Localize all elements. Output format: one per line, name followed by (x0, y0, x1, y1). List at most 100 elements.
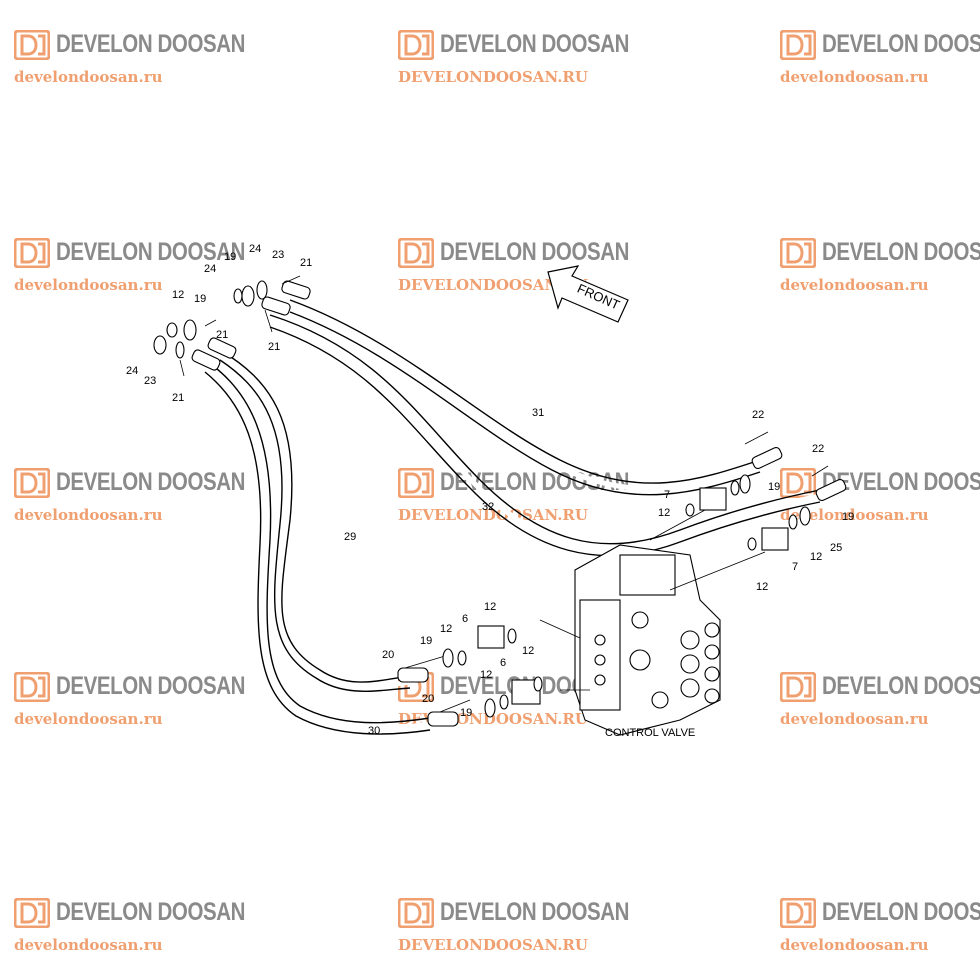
callout-21: 21 (268, 341, 280, 353)
callout-6: 6 (500, 657, 506, 669)
callout-24: 24 (204, 263, 216, 275)
brand-text: DEVELON DOOSAN (822, 672, 980, 700)
watermark: DEVELON DOOSAN develondoosan.ru (14, 896, 245, 971)
brand-url: DEVELONDOOSAN.RU (398, 506, 588, 524)
brand-logo: DEVELON DOOSAN (14, 236, 245, 270)
hose-30 (203, 359, 431, 735)
fittings-upper-left (153, 275, 311, 377)
brand-mark-icon (780, 898, 816, 928)
brand-url: DEVELONDOOSAN.RU (398, 68, 588, 86)
watermark: DEVELON DOOSAN develondoosan.ru (780, 28, 980, 103)
callout-12: 12 (440, 623, 452, 635)
watermark: DEVELON DOOSAN develondoosan.ru (780, 896, 980, 971)
watermark: DEVELON DOOSAN DEVELONDOOSAN.RU (398, 28, 629, 103)
callout-7: 7 (664, 489, 670, 501)
brand-mark-icon (14, 30, 50, 60)
brand-mark-icon (398, 468, 434, 498)
brand-url: develondoosan.ru (780, 68, 929, 86)
callout-23: 23 (144, 375, 156, 387)
callout-12: 12 (756, 581, 768, 593)
hose-29 (218, 349, 411, 692)
brand-text: DEVELON DOOSAN (440, 238, 630, 266)
watermark: DEVELON DOOSAN develondoosan.ru (14, 466, 245, 541)
brand-url: develondoosan.ru (14, 506, 163, 524)
watermark: DEVELON DOOSAN develondoosan.ru (780, 236, 980, 311)
callout-25: 25 (830, 542, 842, 554)
brand-mark-icon (14, 468, 50, 498)
watermark: DEVELON DOOSAN develondoosan.ru (780, 466, 980, 541)
callout-12: 12 (810, 551, 822, 563)
brand-text: DEVELON DOOSAN (440, 30, 630, 58)
brand-logo: DEVELON DOOSAN (14, 670, 245, 704)
brand-mark-icon (14, 238, 50, 268)
brand-text: DEVELON DOOSAN (56, 672, 246, 700)
brand-text: DEVELON DOOSAN (822, 30, 980, 58)
brand-mark-icon (398, 898, 434, 928)
hose-32 (269, 314, 821, 557)
brand-url: develondoosan.ru (780, 506, 929, 524)
callout-19: 19 (194, 293, 206, 305)
callout-12: 12 (522, 645, 534, 657)
brand-url: develondoosan.ru (14, 710, 163, 728)
callout-19: 19 (224, 251, 236, 263)
brand-logo: DEVELON DOOSAN (14, 28, 245, 62)
watermark: DEVELON DOOSAN DEVELONDOOSAN.RU (398, 236, 629, 311)
brand-text: DEVELON DOOSAN (440, 898, 630, 926)
watermark: DEVELON DOOSAN develondoosan.ru (780, 670, 980, 745)
brand-text: DEVELON DOOSAN (56, 468, 246, 496)
callout-24: 24 (126, 365, 138, 377)
callout-31: 31 (532, 407, 544, 419)
callout-19: 19 (842, 511, 854, 523)
callout-19: 19 (768, 481, 780, 493)
brand-logo: DEVELON DOOSAN (780, 236, 980, 270)
brand-mark-icon (780, 672, 816, 702)
watermark: DEVELON DOOSAN develondoosan.ru (14, 670, 245, 745)
callout-21: 21 (300, 257, 312, 269)
brand-logo: DEVELON DOOSAN (398, 896, 629, 930)
callout-24: 24 (249, 243, 261, 255)
brand-logo: DEVELON DOOSAN (14, 896, 245, 930)
callout-32: 32 (482, 501, 494, 513)
brand-logo: DEVELON DOOSAN (780, 896, 980, 930)
brand-mark-icon (398, 30, 434, 60)
callout-22: 22 (752, 409, 764, 421)
brand-mark-icon (14, 672, 50, 702)
front-arrow: FRONT (547, 265, 629, 323)
brand-text: DEVELON DOOSAN (822, 238, 980, 266)
brand-logo: DEVELON DOOSAN (398, 236, 629, 270)
callout-12: 12 (658, 507, 670, 519)
callout-12: 12 (480, 669, 492, 681)
brand-logo: DEVELON DOOSAN (780, 28, 980, 62)
brand-mark-icon (780, 238, 816, 268)
control-valve (539, 509, 766, 736)
hose-31 (289, 299, 761, 496)
brand-url: develondoosan.ru (14, 68, 163, 86)
brand-url: DEVELONDOOSAN.RU (398, 276, 588, 294)
brand-mark-icon (398, 238, 434, 268)
brand-url: develondoosan.ru (780, 710, 929, 728)
callout-29: 29 (344, 531, 356, 543)
brand-text: DEVELON DOOSAN (56, 30, 246, 58)
brand-url: develondoosan.ru (780, 276, 929, 294)
brand-text: DEVELON DOOSAN (822, 468, 980, 496)
brand-url: develondoosan.ru (14, 936, 163, 954)
brand-text: DEVELON DOOSAN (56, 238, 246, 266)
brand-logo: DEVELON DOOSAN (780, 670, 980, 704)
fittings-right (685, 431, 847, 551)
brand-logo: DEVELON DOOSAN (398, 28, 629, 62)
callout-22: 22 (812, 443, 824, 455)
brand-logo: DEVELON DOOSAN (780, 466, 980, 500)
fittings-lower (397, 625, 543, 727)
brand-text: DEVELON DOOSAN (56, 898, 246, 926)
brand-url: develondoosan.ru (780, 936, 929, 954)
callout-6: 6 (462, 613, 468, 625)
callout-21: 21 (172, 392, 184, 404)
callout-20: 20 (422, 693, 434, 705)
callout-labels: 19 24 23 21 24 12 19 21 21 24 23 21 31 2… (126, 243, 854, 737)
brand-mark-icon (780, 468, 816, 498)
brand-logo: DEVELON DOOSAN (14, 466, 245, 500)
control-valve-label: CONTROL VALVE (605, 727, 695, 739)
